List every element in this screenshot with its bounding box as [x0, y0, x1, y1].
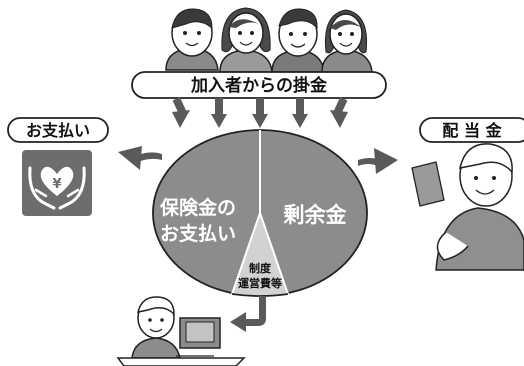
- person-icon: [321, 9, 373, 73]
- down-arrow-icon: [330, 97, 348, 128]
- right-outflow-arrow: [358, 148, 398, 174]
- dividend-label: 配 当 金: [442, 121, 502, 140]
- contribution-title-pill: 加入者からの掛金: [131, 71, 387, 99]
- dividend-label-pill: 配 当 金: [419, 117, 524, 143]
- yen-symbol: ¥: [52, 177, 61, 192]
- hands-holding-yen-heart-icon: ¥: [22, 150, 92, 216]
- person-receiving-envelope-icon: [411, 143, 524, 271]
- down-arrow-icon: [252, 98, 268, 128]
- inflow-arrows: [172, 97, 348, 128]
- envelope-icon: [411, 161, 445, 207]
- surplus-text: 剰余金: [283, 203, 348, 227]
- down-arrow-icon: [172, 97, 190, 128]
- insurance-payment-text-line2: お支払い: [160, 223, 236, 245]
- payment-label-pill: お支払い: [7, 117, 109, 143]
- person-icon: [165, 8, 219, 71]
- operating-cost-text-line2: 運営費等: [238, 276, 282, 290]
- bottom-outflow-arrow: [230, 296, 266, 332]
- fund-allocation-pie: 保険金の お支払い 剰余金 制度 運営費等: [152, 129, 368, 297]
- down-arrow-icon: [292, 98, 308, 128]
- office-worker-at-computer-icon: [116, 296, 246, 366]
- down-arrow-icon: [211, 98, 227, 128]
- subscriber-group-icon: [165, 7, 373, 73]
- operating-cost-text-line1: 制度: [249, 261, 272, 275]
- insurance-payment-text-line1: 保険金の: [159, 196, 236, 219]
- person-icon: [219, 7, 273, 73]
- payment-label: お支払い: [26, 121, 90, 140]
- person-icon: [271, 8, 325, 73]
- contribution-title: 加入者からの掛金: [190, 75, 328, 96]
- left-outflow-arrow: [118, 146, 162, 170]
